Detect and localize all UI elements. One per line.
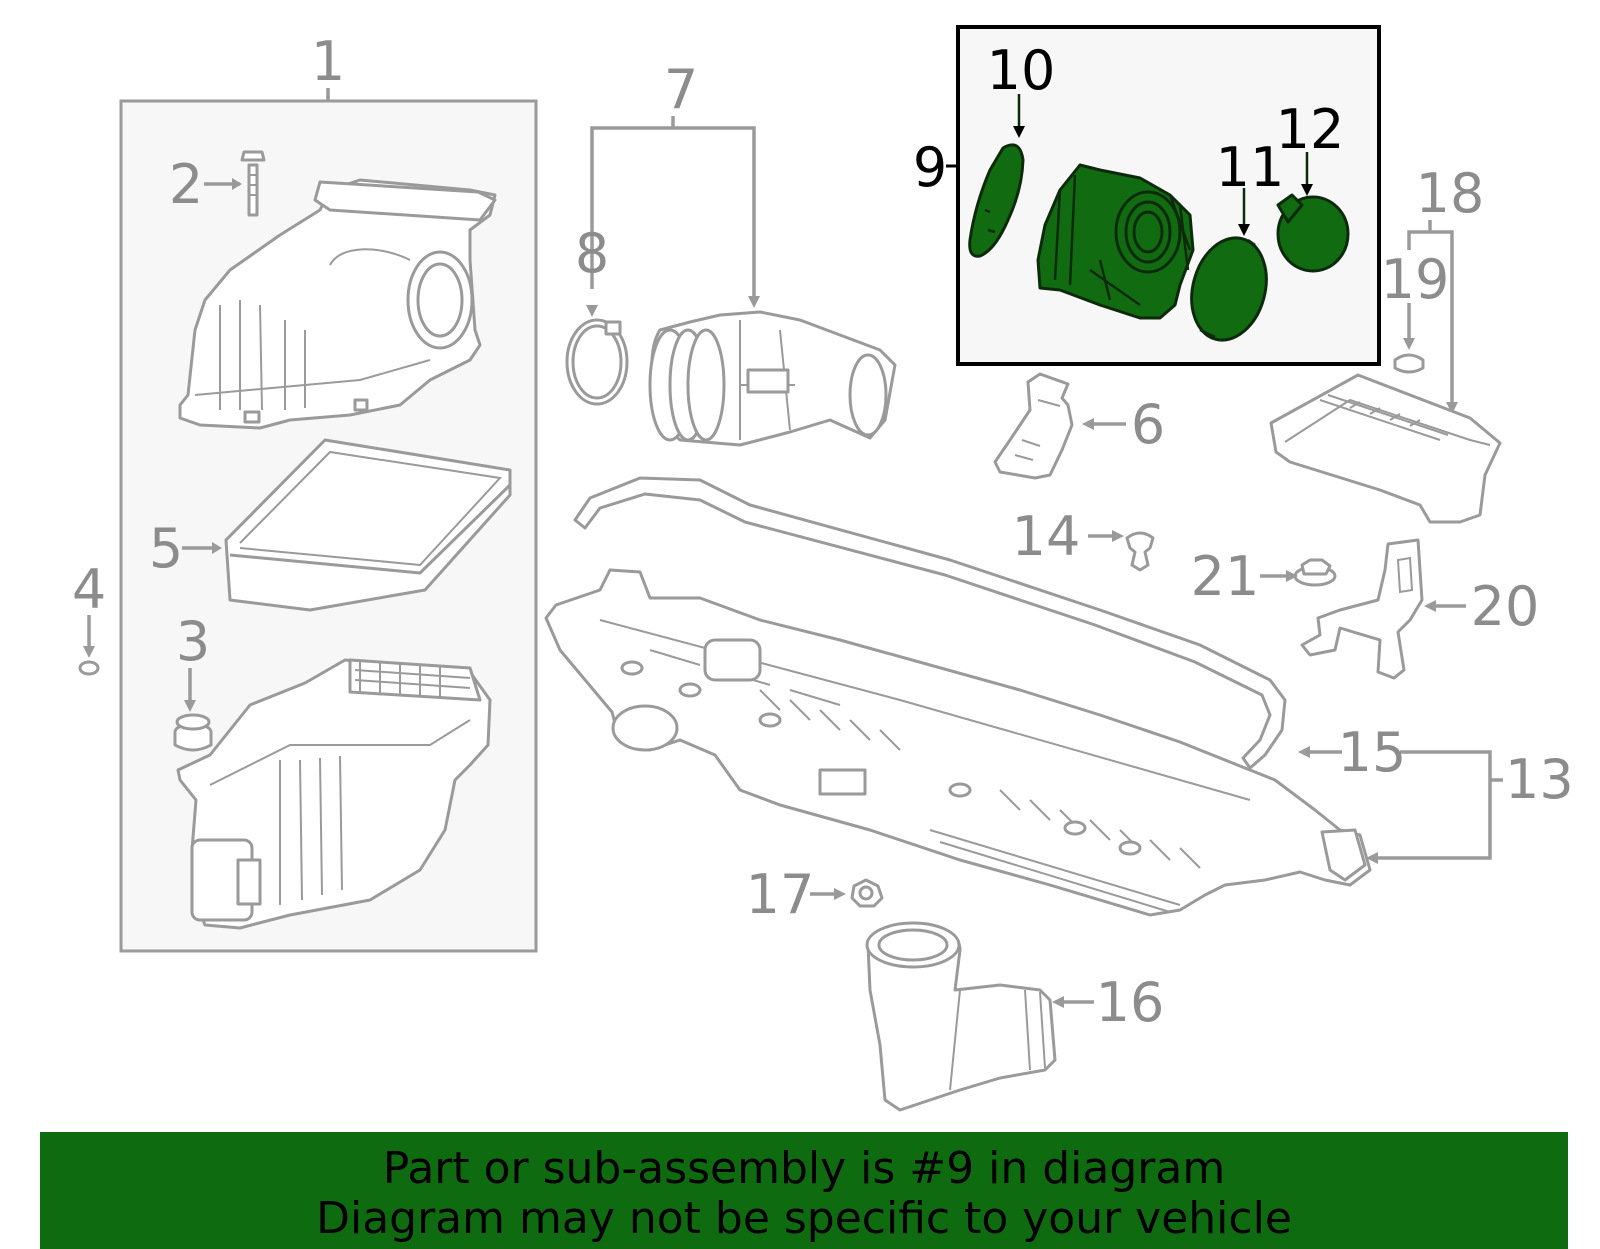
callout-8: 8 <box>575 222 609 285</box>
plug-part-19[interactable] <box>1393 353 1425 374</box>
seal-part-15[interactable] <box>573 476 1287 770</box>
info-banner: Part or sub-assembly is #9 in diagram Di… <box>40 1132 1568 1249</box>
callout-5: 5 <box>149 517 183 580</box>
grommet-part-3[interactable] <box>173 713 213 752</box>
callout-21: 21 <box>1191 545 1260 608</box>
callout-7: 7 <box>664 58 698 121</box>
callout-16: 16 <box>1096 971 1165 1034</box>
callout-17: 17 <box>746 863 815 926</box>
callout-12: 12 <box>1276 98 1345 161</box>
clamp-part-12[interactable] <box>1276 193 1350 273</box>
air-filter-part-5[interactable] <box>224 438 512 612</box>
callout-18: 18 <box>1416 162 1485 225</box>
pin-part-17[interactable] <box>850 878 884 908</box>
callout-14: 14 <box>1012 505 1081 568</box>
callout-19: 19 <box>1381 248 1450 311</box>
callout-3: 3 <box>176 610 210 673</box>
callout-1: 1 <box>311 30 345 93</box>
callout-15: 15 <box>1338 721 1407 784</box>
nut-part-21[interactable] <box>1293 558 1337 587</box>
cover-part-18[interactable] <box>1269 373 1502 524</box>
inlet-duct-part-16[interactable] <box>865 921 1057 1112</box>
sensor-part-6[interactable] <box>993 372 1074 480</box>
callout-9: 9 <box>913 136 947 199</box>
banner-line-1: Part or sub-assembly is #9 in diagram <box>382 1143 1226 1194</box>
lower-tray-part-13[interactable] <box>544 568 1372 917</box>
housing-body[interactable] <box>1036 163 1195 320</box>
intake-duct-part-7[interactable] <box>648 310 897 447</box>
callout-10: 10 <box>987 39 1056 102</box>
washer-part-4[interactable] <box>78 660 100 676</box>
callout-4: 4 <box>72 558 106 621</box>
bolt-part-2[interactable] <box>240 150 266 217</box>
callout-2: 2 <box>169 153 203 216</box>
mass-airflow-assembly-part-9[interactable] <box>968 143 1350 349</box>
bracket-part-20[interactable] <box>1300 538 1424 680</box>
callout-20: 20 <box>1471 575 1540 638</box>
ring-part-10[interactable] <box>968 143 1025 258</box>
clip-part-14[interactable] <box>1125 531 1155 572</box>
callout-6: 6 <box>1131 393 1165 456</box>
air-cleaner-lower-housing[interactable] <box>176 658 492 930</box>
air-cleaner-cover[interactable] <box>178 178 497 430</box>
ring-part-11[interactable] <box>1181 229 1277 348</box>
callout-13: 13 <box>1505 748 1574 811</box>
clamp-part-8[interactable] <box>565 318 629 406</box>
banner-line-2: Diagram may not be specific to your vehi… <box>316 1193 1292 1244</box>
callout-11: 11 <box>1216 136 1285 199</box>
